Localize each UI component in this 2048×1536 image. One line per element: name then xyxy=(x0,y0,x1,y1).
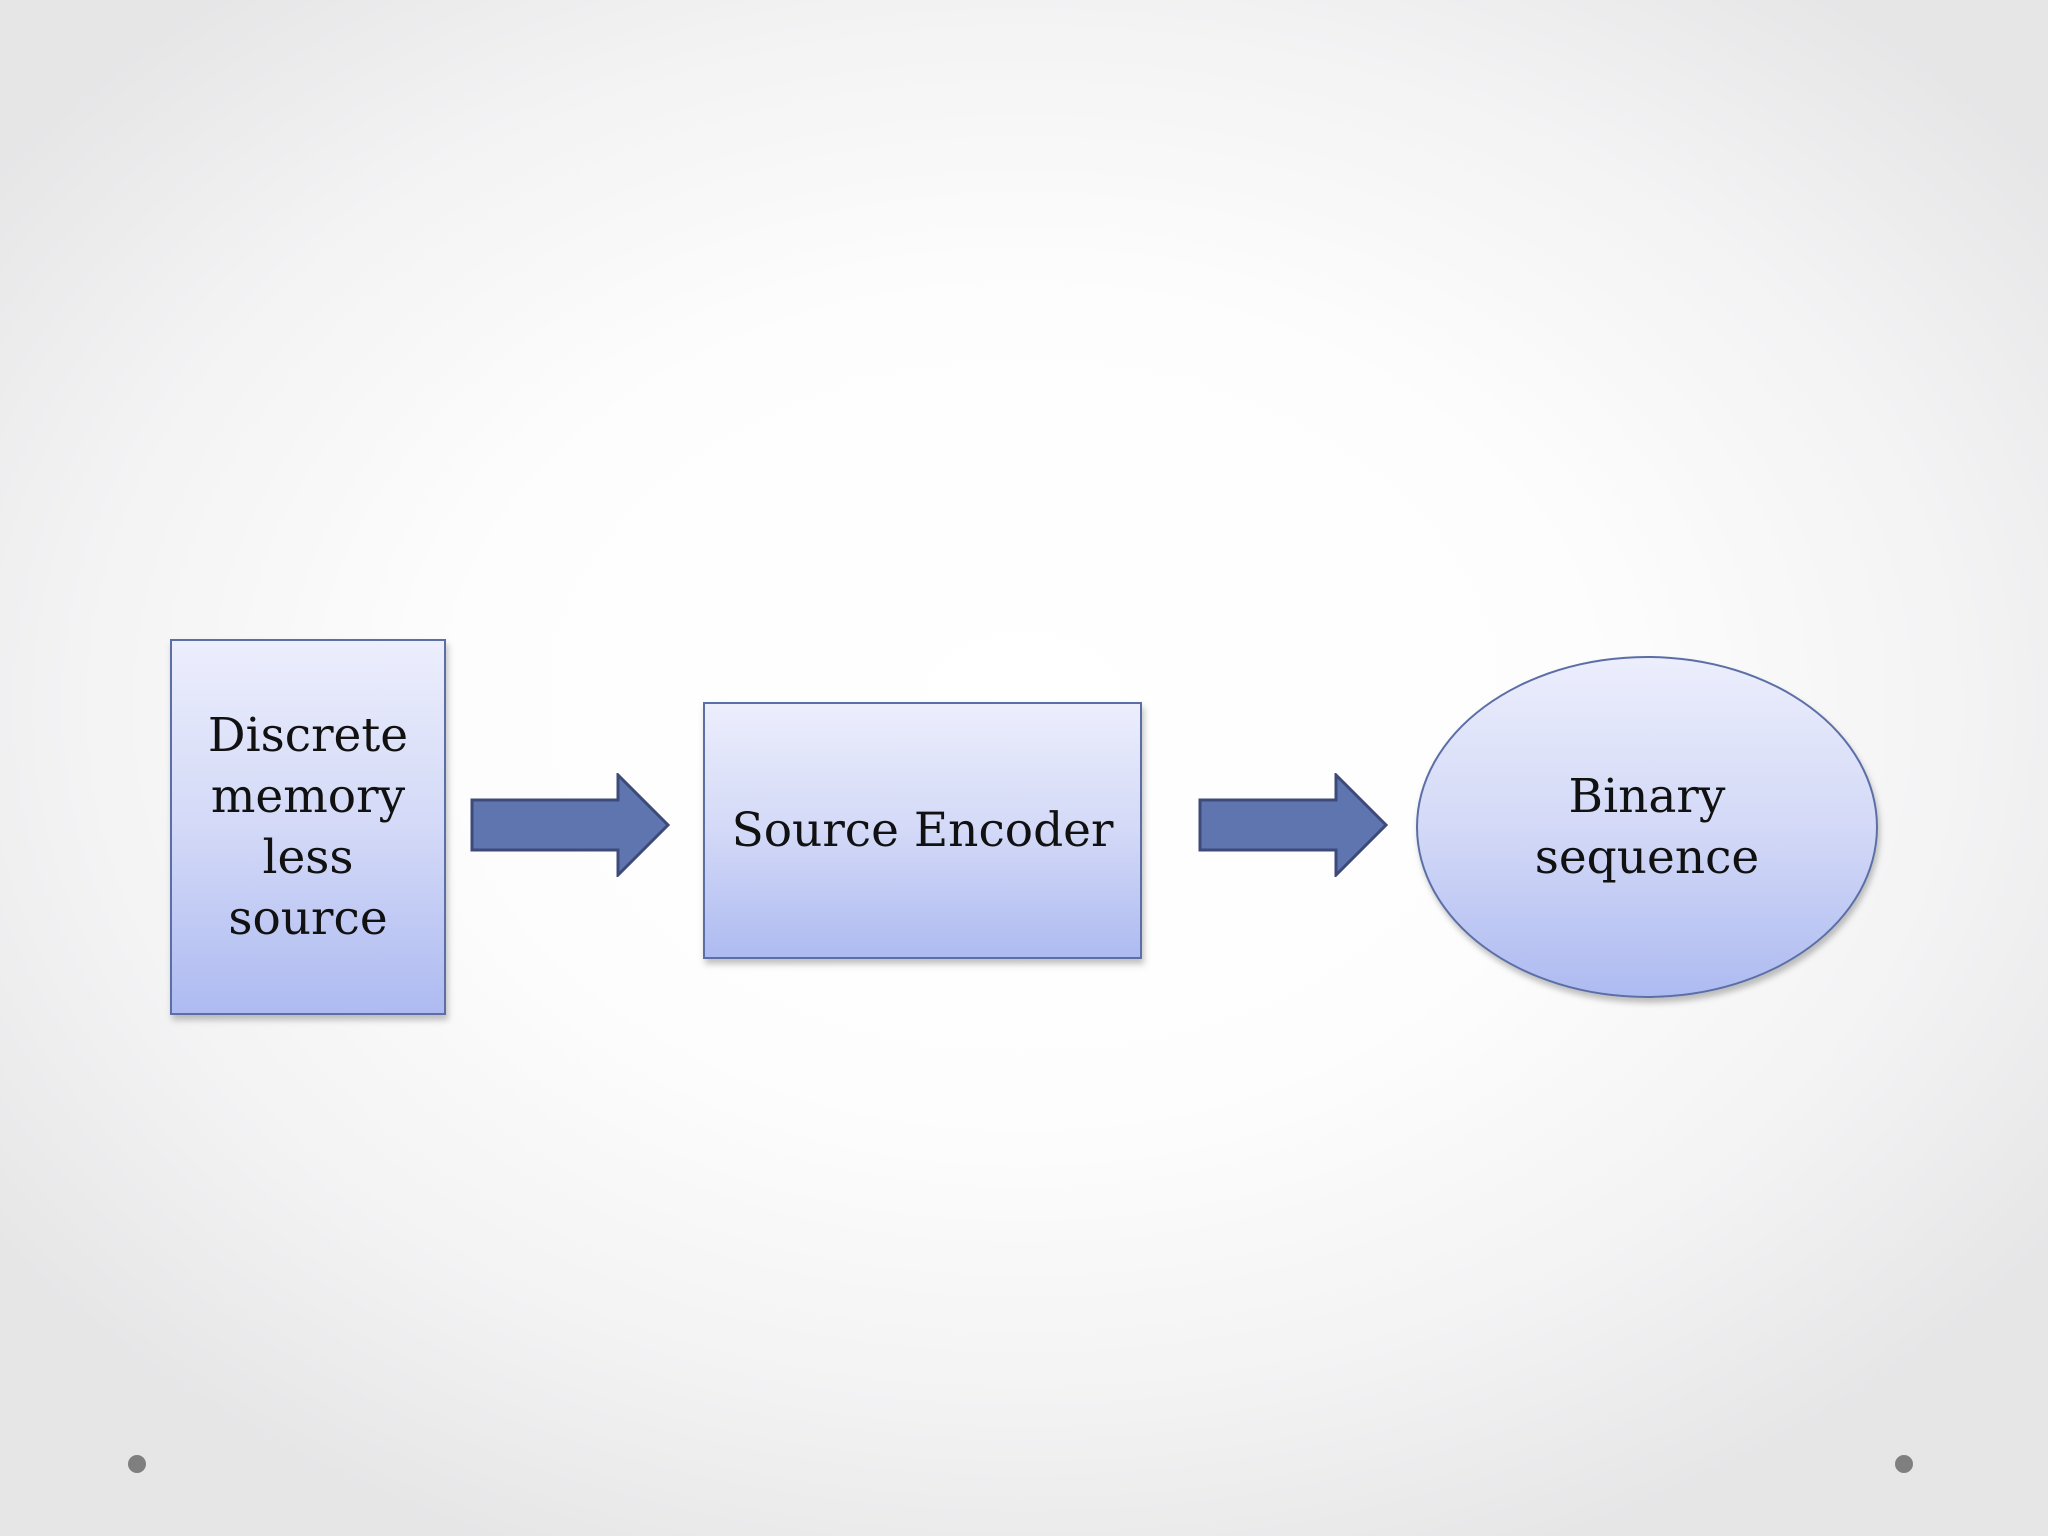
slide-corner-dot-left xyxy=(128,1455,146,1473)
output-node-label: Binary sequence xyxy=(1534,769,1760,885)
arrow-source-to-encoder xyxy=(470,773,670,877)
binary-sequence-node: Binary sequence xyxy=(1416,656,1878,998)
arrow-encoder-to-output xyxy=(1198,773,1388,877)
slide-corner-dot-right xyxy=(1895,1455,1913,1473)
arrow-encoder-to-output-shape xyxy=(1198,773,1388,877)
arrow-source-to-encoder-shape xyxy=(470,773,670,877)
source-encoder-node: Source Encoder xyxy=(703,702,1142,959)
discrete-memoryless-source-node: Discrete memory less source xyxy=(170,639,446,1015)
encoder-node-label: Source Encoder xyxy=(731,803,1114,858)
source-node-label: Discrete memory less source xyxy=(207,708,409,946)
